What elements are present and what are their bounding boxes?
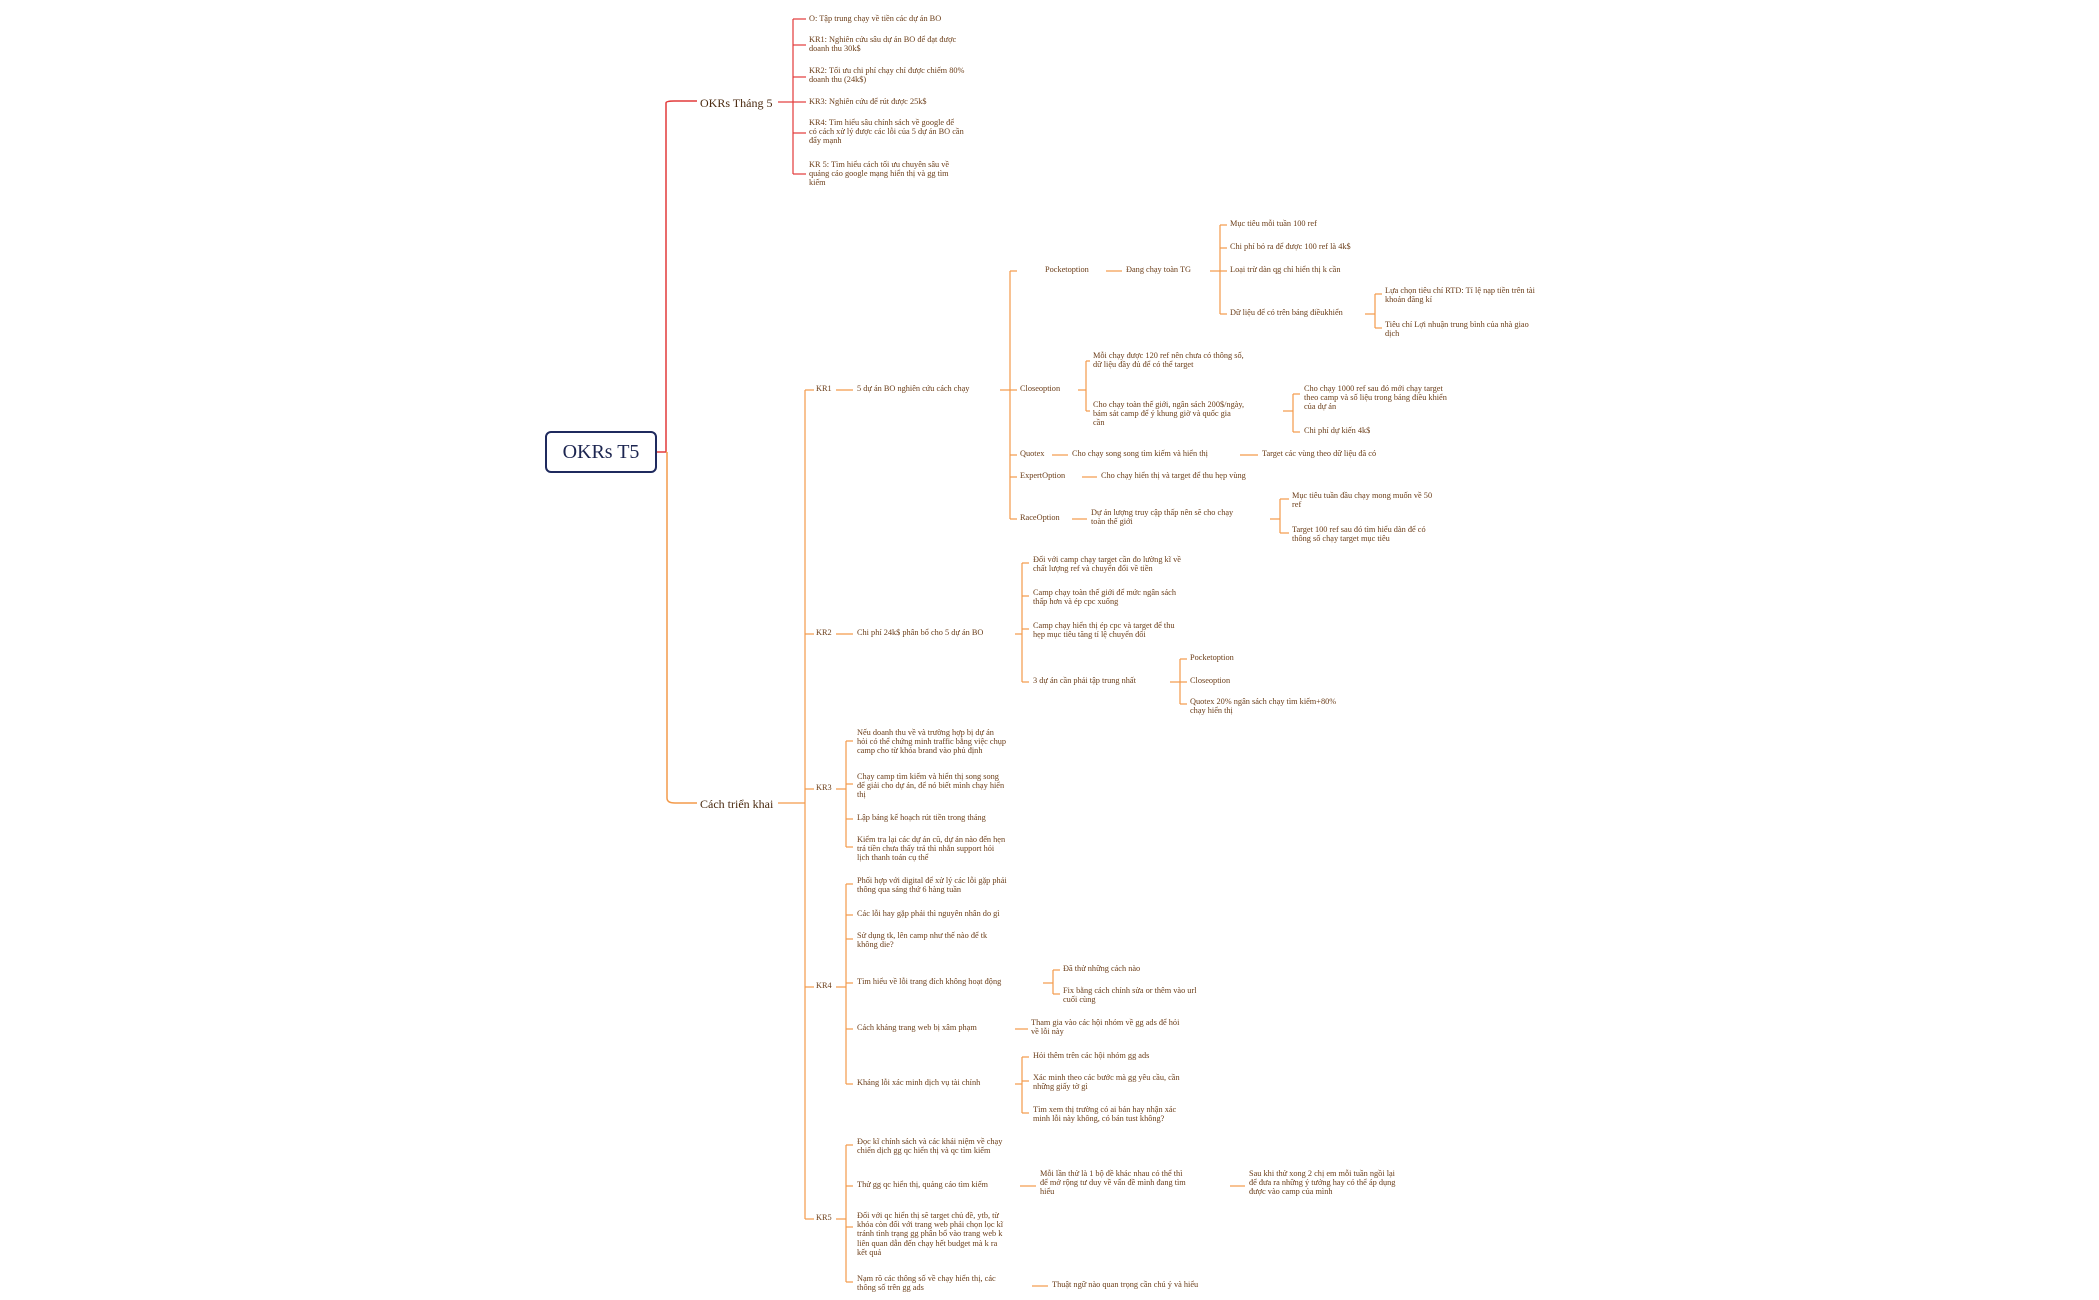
okr-kr3[interactable]: KR3: Nghiên cứu để rút được 25k$	[809, 97, 927, 106]
kr4-finance-item[interactable]: Hỏi thêm trên các hội nhóm gg ads	[1033, 1051, 1150, 1060]
kr4-item[interactable]: Các lỗi hay gặp phải thì nguyên nhân do …	[857, 909, 1000, 918]
kr3-item[interactable]: Chạy camp tìm kiếm và hiển thị song song…	[857, 772, 1005, 800]
kr4-item[interactable]: Sử dụng tk, lên camp như thế nào để tk k…	[857, 931, 988, 950]
kr2-item[interactable]: Đối với camp chạy target cần đo lường kĩ…	[1033, 555, 1181, 574]
kr1-raceoption[interactable]: RaceOption	[1020, 513, 1060, 522]
impl-kr5-label[interactable]: KR5	[816, 1213, 832, 1222]
quotex-sub[interactable]: Target các vùng theo dữ liệu đã có	[1262, 449, 1377, 458]
kr2-focus-item[interactable]: Pocketoption	[1190, 653, 1234, 662]
kr1-closeoption[interactable]: Closeoption	[1020, 384, 1061, 393]
kr3-item[interactable]: Kiểm tra lại các dự án cũ, dự án nào đến…	[857, 835, 1006, 863]
impl-kr4-label[interactable]: KR4	[816, 981, 832, 990]
kr4-item[interactable]: Cách kháng trang web bị xâm phạm	[857, 1023, 977, 1032]
quotex-text[interactable]: Cho chạy song song tìm kiếm và hiển thị	[1072, 449, 1208, 458]
expert-text[interactable]: Cho chạy hiển thị và target để thu hẹp v…	[1101, 471, 1246, 480]
kr5-item[interactable]: Nạm rõ các thông số về chạy hiển thị, cá…	[857, 1274, 996, 1293]
pocket-item[interactable]: Mục tiêu mỗi tuần 100 ref	[1230, 219, 1317, 228]
kr5-try-sub-item[interactable]: Sau khi thử xong 2 chị em mỗi tuần ngồi …	[1249, 1169, 1396, 1197]
kr2-focus-item[interactable]: Quotex 20% ngân sách chạy tìm kiếm+80% c…	[1190, 697, 1337, 716]
kr4-hacked-item[interactable]: Tham gia vào các hội nhóm về gg ads để h…	[1031, 1018, 1180, 1037]
kr4-finance-item[interactable]: Xác minh theo các bước mà gg yêu cầu, cầ…	[1033, 1073, 1180, 1092]
pocket-item[interactable]: Loại trừ dàn qg chỉ hiển thị k cần	[1230, 265, 1341, 274]
kr5-try-item[interactable]: Mỗi lần thử là 1 bộ đề khác nhau có thể …	[1040, 1169, 1186, 1197]
kr2-item[interactable]: 3 dự án cần phải tập trung nhất	[1033, 676, 1136, 685]
kr2-focus-item[interactable]: Closeoption	[1190, 676, 1231, 685]
kr2-item[interactable]: Camp chạy hiển thị ép cpc và target để t…	[1033, 621, 1175, 640]
close-item[interactable]: Mỗi chạy được 120 ref nên chưa có thông …	[1093, 351, 1244, 370]
close-item[interactable]: Cho chạy toàn thế giới, ngân sách 200$/n…	[1093, 400, 1245, 428]
okr-kr2[interactable]: KR2: Tối ưu chi phí chạy chỉ được chiếm …	[809, 66, 965, 85]
kr2-item[interactable]: Camp chạy toàn thế giới để mức ngân sách…	[1033, 588, 1176, 607]
kr1-quotex[interactable]: Quotex	[1020, 449, 1045, 458]
kr5-item[interactable]: Đối với qc hiển thị sẽ target chủ đề, yt…	[857, 1211, 1004, 1257]
close-sub-item[interactable]: Chi phí dự kiến 4k$	[1304, 426, 1371, 435]
kr4-landing-item[interactable]: Đã thử những cách nào	[1063, 964, 1141, 973]
impl-kr2-label[interactable]: KR2	[816, 628, 832, 637]
kr5-item[interactable]: Đọc kĩ chính sách và các khái niệm về ch…	[857, 1137, 1003, 1156]
kr3-item[interactable]: Nếu doanh thu về và trường hợp bị dự án …	[857, 728, 1007, 756]
kr4-item[interactable]: Phối hợp với digital để xử lý các lỗi gặ…	[857, 876, 1007, 895]
kr5-params-item[interactable]: Thuật ngữ nào quan trọng cần chú ý và hi…	[1052, 1280, 1199, 1289]
okr-kr4[interactable]: KR4: Tìm hiểu sâu chính sách về google đ…	[809, 118, 964, 146]
race-text[interactable]: Dự án lượng truy cập thấp nên sẽ cho chạ…	[1091, 508, 1234, 527]
kr3-item[interactable]: Lập bảng kế hoạch rút tiền trong tháng	[857, 813, 986, 822]
kr2-text[interactable]: Chi phí 24k$ phân bổ cho 5 dự án BO	[857, 628, 984, 637]
kr4-item[interactable]: Tìm hiểu về lỗi trang đích không hoạt độ…	[857, 977, 1002, 986]
pocket-data-item[interactable]: Lựa chọn tiêu chí RTD: Tỉ lệ nạp tiền tr…	[1385, 286, 1535, 305]
pocket-item[interactable]: Chi phí bỏ ra để được 100 ref là 4k$	[1230, 242, 1351, 251]
kr1-text[interactable]: 5 dự án BO nghiên cứu cách chạy	[857, 384, 970, 393]
impl-kr3-label[interactable]: KR3	[816, 783, 832, 792]
close-sub-item[interactable]: Cho chạy 1000 ref sau đó mới chạy target…	[1304, 384, 1447, 412]
pocket-data-item[interactable]: Tiêu chí Lợi nhuận trung bình của nhà gi…	[1385, 320, 1529, 339]
branch-okrs-thang-5[interactable]: OKRs Tháng 5	[700, 96, 773, 110]
okr-objective[interactable]: O: Tập trung chạy về tiền các dự án BO	[809, 14, 942, 23]
race-item[interactable]: Mục tiêu tuần đầu chạy mong muốn về 50 r…	[1292, 491, 1433, 510]
okr-kr5[interactable]: KR 5: Tìm hiểu cách tối ưu chuyên sâu về…	[809, 160, 950, 188]
kr1-expertoption[interactable]: ExpertOption	[1020, 471, 1066, 480]
kr1-pocketoption[interactable]: Pocketoption	[1045, 265, 1089, 274]
branch-cach-trien-khai[interactable]: Cách triển khai	[700, 797, 774, 811]
kr4-item[interactable]: Kháng lỗi xác minh dịch vụ tài chính	[857, 1078, 981, 1087]
kr4-landing-item[interactable]: Fix bằng cách chỉnh sửa or thêm vào url …	[1063, 986, 1197, 1005]
root-node[interactable]: OKRs T5	[545, 431, 657, 473]
kr4-finance-item[interactable]: Tìm xem thị trường có ai bán hay nhận xá…	[1033, 1105, 1177, 1124]
kr5-item[interactable]: Thử gg qc hiển thị, quảng cáo tìm kiếm	[857, 1180, 988, 1189]
impl-kr1-label[interactable]: KR1	[816, 384, 832, 393]
okr-kr1[interactable]: KR1: Nghiên cứu sâu dự án BO để đạt được…	[809, 35, 957, 54]
kr1-pocket-sub[interactable]: Đang chạy toàn TG	[1126, 265, 1192, 274]
race-item[interactable]: Target 100 ref sau đó tìm hiểu dàn để có…	[1292, 525, 1426, 544]
pocket-item[interactable]: Dữ liệu để có trên bảng điềukhiển	[1230, 308, 1343, 317]
